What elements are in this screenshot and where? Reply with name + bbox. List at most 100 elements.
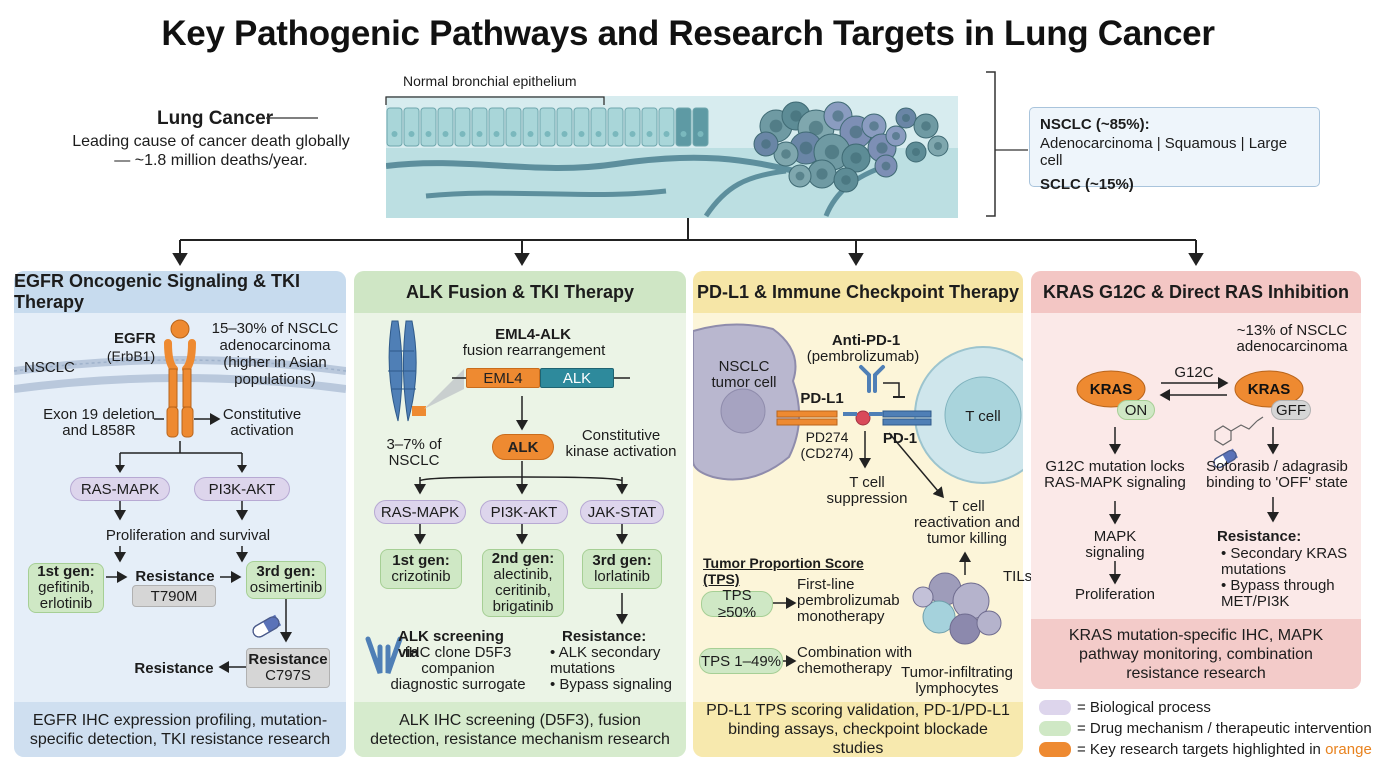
- cell-nucleus: [493, 131, 500, 137]
- egfr-gen1-drugs: 1st gen: gefitinib, erlotinib: [28, 563, 104, 613]
- nsclc-share: NSCLC (~85%):: [1040, 116, 1150, 133]
- epithelial-cell: [420, 107, 437, 147]
- alk-kinase: ALK: [492, 434, 554, 460]
- alk-fusion-subtitle: fusion rearrangement: [462, 342, 606, 359]
- kras-on-label: KRAS: [1089, 381, 1133, 398]
- alk-gen3: 3rd gen: lorlatinib: [582, 549, 662, 589]
- epithelial-cell: [573, 107, 590, 147]
- legend-label-research: = Key research targets highlighted in or…: [1077, 741, 1372, 758]
- egfr-activation: Constitutive activation: [222, 406, 302, 439]
- tumor-cell-nucleus: [808, 120, 824, 136]
- chromosome-icon: [388, 320, 426, 422]
- tumor-cell-nucleus: [816, 168, 828, 180]
- epithelial-cell: [522, 107, 539, 147]
- cancer-types-box: NSCLC (~85%): Adenocarcinoma | Squamous …: [1029, 107, 1320, 193]
- nsclc-subtypes: Adenocarcinoma | Squamous | Large cell: [1040, 135, 1288, 169]
- egfr-alias: (ErbB1): [106, 348, 156, 364]
- pdl1-ligand-label: PD-L1: [800, 390, 844, 407]
- tumor-cell-nucleus: [790, 110, 802, 122]
- egfr-resistance-outcome: Resistance: [134, 660, 214, 677]
- epithelial-cell: [641, 107, 658, 147]
- alk-resistance-title: Resistance:: [562, 628, 647, 645]
- tumor-cell-nucleus: [795, 171, 805, 181]
- lung-cancer-description: Leading cause of cancer death globally —…: [72, 133, 350, 169]
- tumor-cell-nucleus: [876, 142, 888, 154]
- egfr-gen1-title: 1st gen:: [37, 563, 95, 580]
- cell-nucleus: [663, 131, 670, 137]
- tps-high: TPS ≥50%: [701, 587, 773, 621]
- tps-title: Tumor Proportion Score (TPS): [703, 555, 864, 587]
- egfr-frequency: 15–30% of NSCLC adenocarcinoma (higher i…: [211, 320, 339, 388]
- egfr-panel-header: EGFR Oncogenic Signaling & TKI Therapy: [14, 271, 346, 313]
- legend-swatch-biological: [1039, 700, 1071, 715]
- alk-activation: Constitutive kinase activation: [565, 427, 677, 460]
- bronchial-epithelium-illustration: [386, 96, 958, 218]
- alk-gen1-drug: crizotinib: [391, 568, 451, 585]
- alk-gen1-title: 1st gen:: [392, 552, 450, 569]
- alk-gen2-drugs: alectinib, ceritinib, brigatinib: [492, 566, 554, 615]
- pdl1-antibody-label: Anti-PD-1: [831, 332, 901, 349]
- t-cell-suppression: T cell suppression: [826, 474, 908, 507]
- kras-off-icon: [1234, 370, 1304, 408]
- tils-description: Tumor-infiltrating lymphocytes: [901, 664, 1013, 697]
- epithelial-cell: [386, 107, 403, 147]
- alk-gene-segment: ALK: [540, 368, 614, 388]
- tumor-infiltrating-lymphocytes-icon: [912, 572, 1002, 645]
- tumor-cell-nucleus: [841, 175, 851, 185]
- tumor-cell-nucleus: [832, 110, 844, 122]
- alk-panel-footer: ALK IHC screening (D5F3), fusion detecti…: [354, 702, 686, 757]
- tumor-cell-nucleus: [824, 144, 840, 160]
- epithelial-cell: [675, 107, 692, 147]
- cell-nucleus: [578, 131, 585, 137]
- cell-nucleus: [697, 131, 704, 137]
- cell-nucleus: [442, 131, 449, 137]
- sclc-share: SCLC (~15%): [1040, 176, 1134, 193]
- tumor-cell-nucleus: [912, 148, 920, 156]
- drug-capsule-icon: [252, 614, 282, 638]
- pdl1-pd274-label: PD274 (CD274): [800, 429, 854, 461]
- alk-panel-header: ALK Fusion & TKI Therapy: [354, 271, 686, 313]
- tumor-cell-nucleus: [850, 152, 862, 164]
- egfr-gen1-drug-list: gefitinib, erlotinib: [38, 579, 94, 612]
- kras-diagram-graphics: [1076, 370, 1304, 585]
- tumor-cell-nucleus: [781, 149, 791, 159]
- cell-nucleus: [680, 131, 687, 137]
- epithelial-cell: [471, 107, 488, 147]
- pdl1-panel-header: PD-L1 & Immune Checkpoint Therapy: [693, 271, 1023, 313]
- kras-panel: KRAS G12C & Direct RAS Inhibition ~13% o…: [1031, 271, 1361, 689]
- cell-nucleus: [408, 131, 415, 137]
- drug-capsule-icon: [1213, 448, 1238, 469]
- tps-mid-desc: Combination with chemotherapy: [797, 644, 913, 677]
- egfr-panel-footer: EGFR IHC expression profiling, mutation-…: [14, 702, 346, 757]
- egfr-ras-mapk: RAS-MAPK: [70, 477, 170, 501]
- kras-resistance-item-2: • Bypass through MET/PI3K: [1221, 577, 1335, 610]
- kras-resistance-title: Resistance:: [1217, 528, 1302, 545]
- egfr-gen3-drug-name: osimertinib: [249, 579, 323, 596]
- pdl1-diagram-graphics: [693, 323, 1023, 667]
- alk-pi3k-akt: PI3K-AKT: [480, 500, 568, 524]
- kras-mapk-signaling: MAPK signaling: [1085, 528, 1145, 561]
- kras-drug-text: Sotorasib / adagrasib binding to 'OFF' s…: [1206, 458, 1348, 491]
- alk-fusion-title: EML4-ALK: [495, 326, 571, 343]
- cell-nucleus: [425, 131, 432, 137]
- egfr-resistance1-mutation: T790M: [132, 585, 216, 607]
- pdl1-panel-footer: PD-L1 TPS scoring validation, PD-1/PD-L1…: [693, 702, 1023, 757]
- alk-gen3-title: 3rd gen:: [592, 552, 652, 569]
- tumor-cell-nucleus: [869, 121, 879, 131]
- pdl1-antibody-drug: (pembrolizumab): [806, 348, 920, 365]
- kras-g12c-label: G12C: [1174, 364, 1214, 381]
- eml4-gene-segment: EML4: [466, 368, 540, 388]
- epithelium-label: Normal bronchial epithelium: [403, 73, 577, 89]
- egfr-gen3-drug: 3rd gen: osimertinib: [246, 561, 326, 599]
- kras-gff-state: GFF: [1271, 400, 1311, 420]
- cell-nucleus: [476, 131, 483, 137]
- egfr-receptor-label: EGFR: [114, 330, 156, 347]
- alk-frequency: 3–7% of NSCLC: [386, 436, 442, 469]
- egfr-resistance2-title: Resistance: [248, 651, 328, 668]
- alk-gen2-title: 2nd gen:: [491, 550, 555, 567]
- epithelial-cell: [437, 107, 454, 147]
- epithelial-cell: [539, 107, 556, 147]
- alk-diagram-graphics: [365, 320, 630, 674]
- pdl1-tumor-cell-label: NSCLC tumor cell: [711, 358, 777, 391]
- tils-label: TILs: [1003, 568, 1033, 585]
